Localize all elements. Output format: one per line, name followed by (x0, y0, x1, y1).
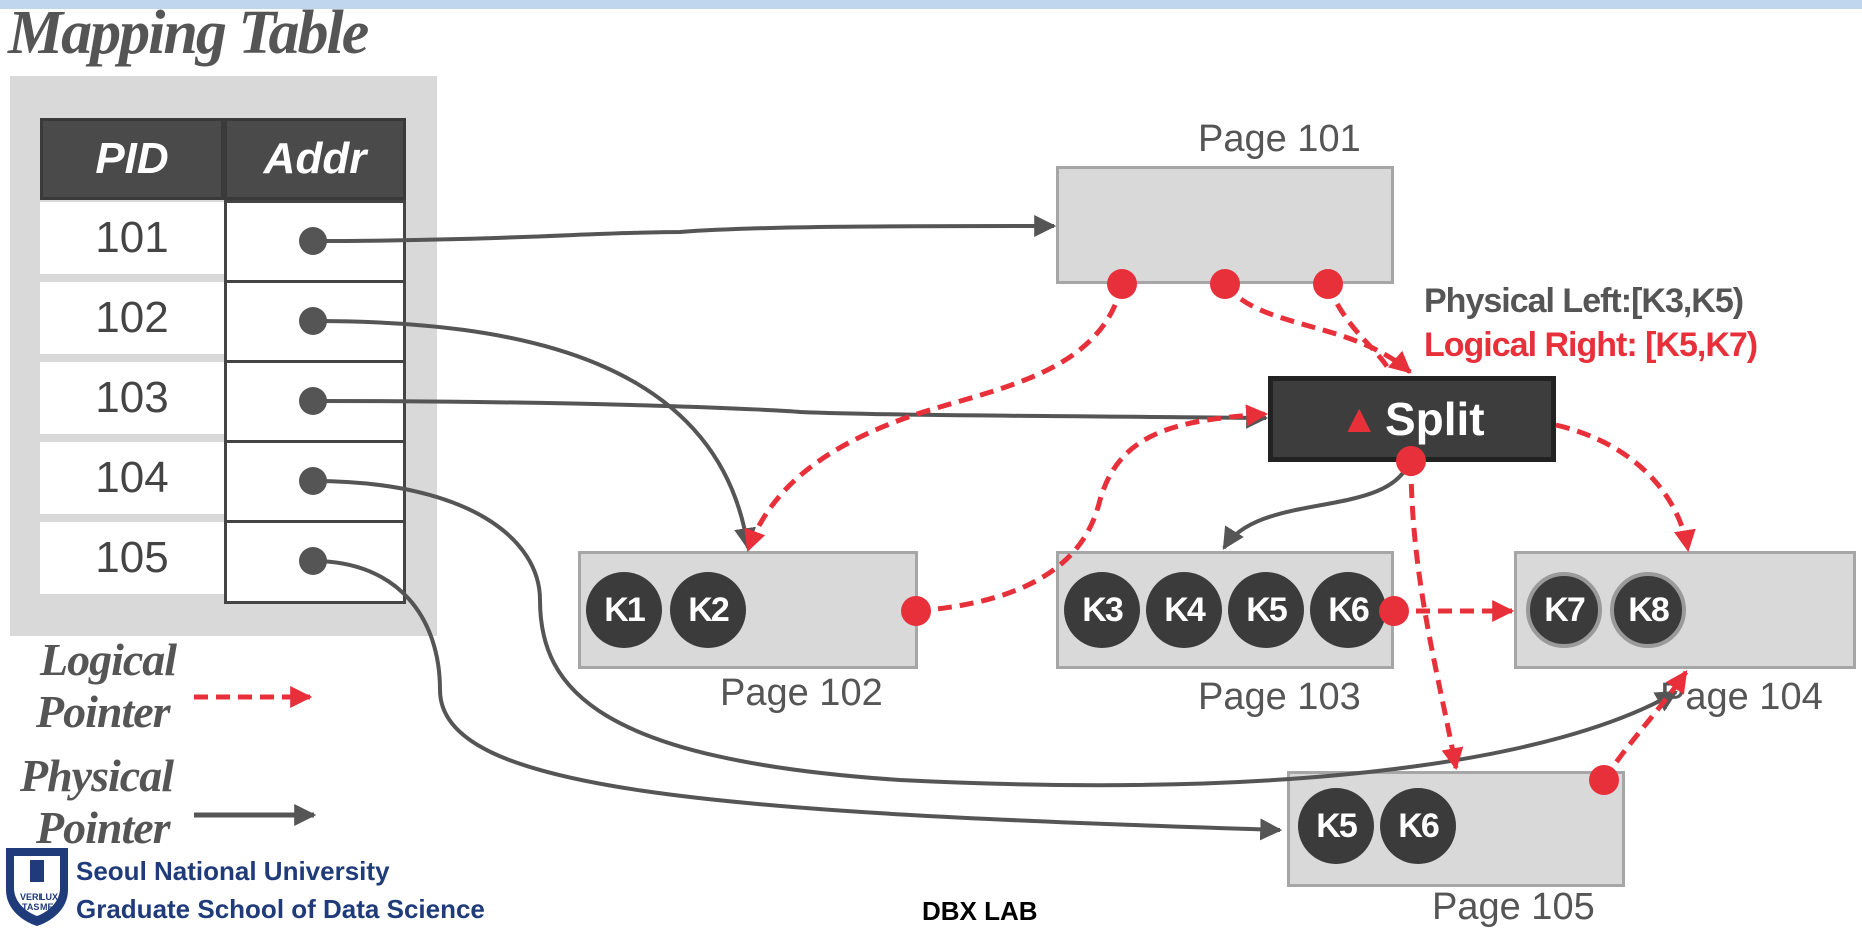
key-node: K3 (1064, 572, 1140, 648)
logical-101-to-split-b (1325, 283, 1393, 374)
key-node: K7 (1526, 572, 1602, 648)
key-node: K6 (1380, 788, 1456, 864)
pointer-104 (312, 479, 1678, 788)
page-105-label: Page 105 (1432, 886, 1595, 928)
logical-101-to-102 (744, 283, 1125, 553)
logical-102-to-split (915, 404, 1269, 614)
key-node: K2 (670, 572, 746, 648)
lab-name: DBX LAB (922, 896, 1038, 926)
pid-header: PID (40, 118, 224, 200)
logical-right-note: Logical Right: [K5,K7) (1424, 326, 1758, 364)
university-name: Seoul National University (76, 856, 390, 886)
logical-pointer-dot (1107, 269, 1137, 299)
triangle-up-icon: ▲ (1339, 396, 1379, 441)
svg-text:TAS: TAS (22, 902, 39, 912)
key-node: K5 (1298, 788, 1374, 864)
logical-105-to-104 (1601, 670, 1689, 782)
addr-divider (224, 280, 406, 283)
diagram-title: Mapping Table (8, 0, 369, 67)
logical-101-to-split-a (1223, 282, 1412, 374)
legend-logical-word1: Logical (40, 634, 177, 685)
split-label: Split (1384, 393, 1485, 445)
pointer-103 (312, 399, 1269, 429)
addr-header: Addr (224, 118, 406, 200)
addr-pointer-dot (299, 547, 327, 575)
top-bar (0, 0, 1862, 9)
logical-split-to-104 (1555, 422, 1696, 553)
svg-text:MEA: MEA (40, 902, 61, 912)
addr-pointer-dot (299, 227, 327, 255)
school-name: Graduate School of Data Science (76, 894, 485, 924)
addr-pointer-dot (299, 467, 327, 495)
svg-text:LUX: LUX (40, 892, 58, 902)
logical-pointer-dot (1589, 765, 1619, 795)
legend-physical-word2: Pointer (36, 802, 171, 853)
logical-pointer-dot (1379, 596, 1409, 626)
logical-pointer-dot (901, 596, 931, 626)
key-node: K8 (1610, 572, 1686, 648)
pid-cell-102: 102 (40, 282, 224, 354)
page-102-label: Page 102 (720, 672, 883, 714)
key-node: K1 (586, 572, 662, 648)
key-node: K4 (1146, 572, 1222, 648)
key-node: K6 (1310, 572, 1386, 648)
legend-logical-word2: Pointer (36, 686, 171, 737)
pid-cell-101: 101 (40, 202, 224, 274)
pointer-102 (312, 319, 756, 551)
pid-cell-105: 105 (40, 522, 224, 594)
addr-divider (224, 440, 406, 443)
legend-physical-word1: Physical (20, 750, 174, 801)
page-101-label: Page 101 (1198, 118, 1361, 160)
logical-pointer-dot (1396, 446, 1426, 476)
addr-divider (224, 360, 406, 363)
addr-pointer-dot (299, 387, 327, 415)
key-node: K5 (1228, 572, 1304, 648)
svg-text:VERI: VERI (20, 892, 41, 902)
addr-pointer-dot (299, 307, 327, 335)
physical-left-note: Physical Left:[K3,K5) (1424, 282, 1744, 320)
page-103-label: Page 103 (1198, 676, 1361, 718)
pid-cell-104: 104 (40, 442, 224, 514)
logical-pointer-dot (1313, 269, 1343, 299)
logical-split-to-105 (1408, 461, 1464, 771)
pointer-105 (312, 559, 1283, 841)
university-logo: VERI LUX TAS MEA (6, 848, 68, 926)
split-to-page-103 (1222, 459, 1412, 550)
pointer-101 (312, 215, 1057, 243)
logical-pointer-dot (1210, 269, 1240, 299)
pid-cell-103: 103 (40, 362, 224, 434)
addr-divider (224, 520, 406, 523)
